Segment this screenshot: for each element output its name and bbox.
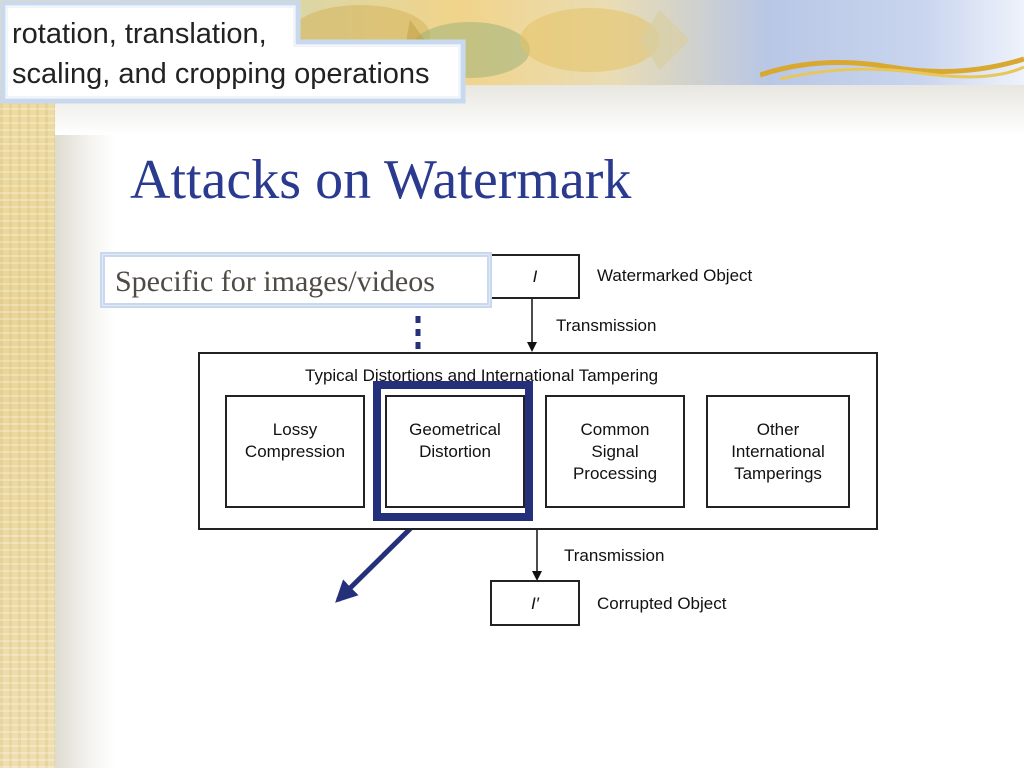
slide-title: Attacks on Watermark	[130, 149, 632, 211]
left-shadow	[55, 85, 115, 768]
geometrical-distortion-box: Geometrical Distortion	[385, 395, 525, 508]
box-line: Geometrical	[409, 420, 501, 439]
left-texture-strip	[0, 0, 55, 768]
geometrical-highlight-frame	[373, 381, 533, 521]
watermarked-object-symbol: I	[532, 267, 538, 286]
box-line: Other	[756, 420, 800, 439]
pointer-arrow	[335, 524, 415, 603]
other-tamperings-box: Other International Tamperings	[706, 395, 850, 508]
common-signal-processing-box: Common Signal Processing	[545, 395, 685, 508]
transmission-label-2: Transmission	[564, 546, 665, 565]
box-line: Tamperings	[734, 464, 822, 483]
transmission-label-1: Transmission	[556, 316, 657, 335]
corrupted-object-symbol: I′	[531, 594, 539, 613]
specific-callout: Specific for images/videos	[100, 252, 492, 308]
specific-callout-text: Specific for images/videos	[115, 265, 435, 298]
box-line: Processing	[572, 464, 658, 483]
lossy-compression-box: Lossy Compression	[225, 395, 365, 508]
operations-callout-frame	[0, 0, 466, 104]
box-line: Compression	[244, 442, 346, 461]
box-line: Lossy	[272, 420, 318, 439]
operations-line-2: scaling, and cropping operations	[12, 58, 430, 90]
box-line: Signal	[591, 442, 639, 461]
distortions-caption: Typical Distortions and International Ta…	[305, 366, 659, 385]
box-line: International	[731, 442, 825, 461]
corrupted-object-caption: Corrupted Object	[597, 594, 727, 613]
grain-decoration	[760, 56, 1024, 81]
watermarked-object-caption: Watermarked Object	[597, 266, 753, 285]
watermarked-object-box: I	[490, 254, 580, 299]
box-line: Distortion	[419, 442, 491, 461]
operations-line-1: rotation, translation,	[12, 18, 267, 50]
corrupted-object-box: I′	[490, 580, 580, 626]
operations-callout: rotation, translation, scaling, and crop…	[0, 0, 466, 104]
box-line: Common	[580, 420, 650, 439]
